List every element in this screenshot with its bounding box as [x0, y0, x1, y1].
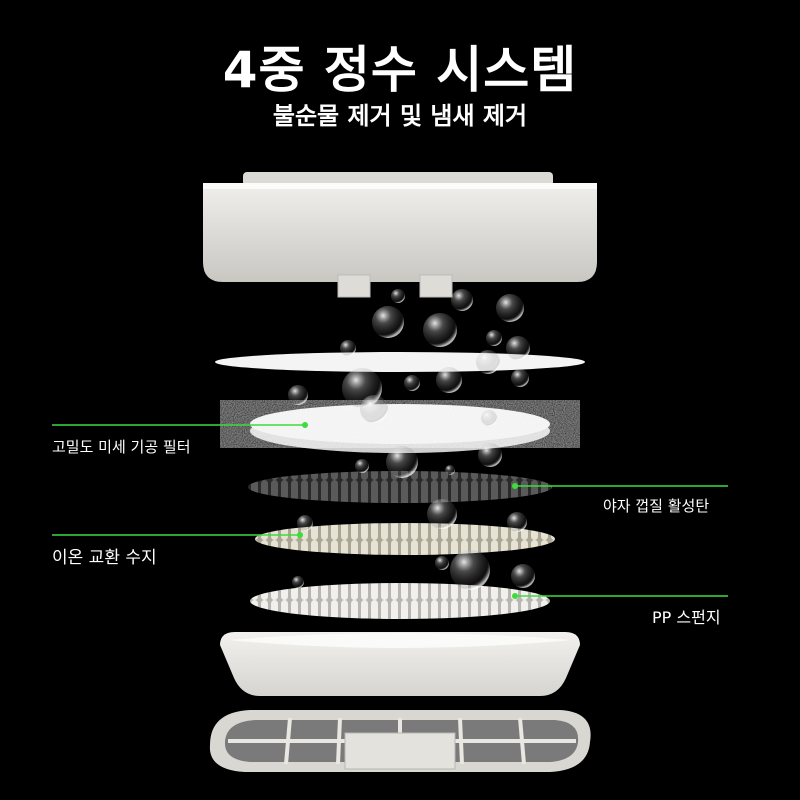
page-title: 4중 정수 시스템	[222, 41, 578, 99]
indicator-dots	[297, 422, 518, 599]
top-housing	[203, 172, 597, 298]
label-coconut-carbon: 야자 껍질 활성탄	[603, 497, 710, 515]
ion-resin-layer	[255, 523, 555, 555]
label-pp-sponge: PP 스펀지	[652, 608, 721, 627]
page-subtitle: 불순물 제거 및 냄새 제거	[272, 102, 528, 130]
water-bubbles	[288, 289, 535, 590]
label-high-density-filter: 고밀도 미세 기공 필터	[52, 438, 191, 456]
base-grid	[209, 710, 591, 772]
white-disc	[215, 352, 585, 372]
indicator-lines	[52, 424, 728, 597]
pp-sponge-layer	[250, 583, 550, 619]
high-density-filter-layer	[250, 404, 550, 453]
label-ion-resin: 이온 교환 수지	[52, 548, 157, 568]
lower-tray	[220, 632, 580, 696]
coconut-carbon-layer	[248, 471, 552, 503]
